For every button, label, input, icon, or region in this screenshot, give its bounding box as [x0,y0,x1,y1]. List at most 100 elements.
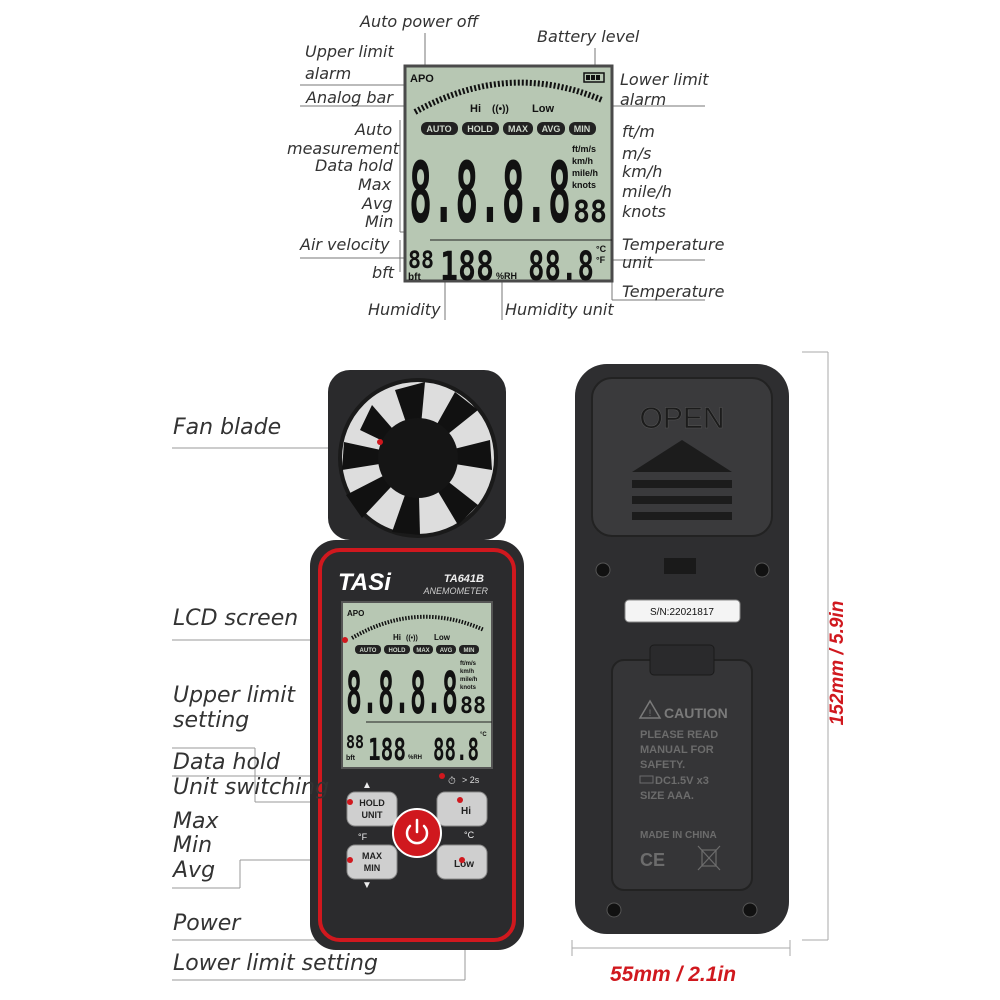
max-min-button[interactable]: MAX MIN [346,844,398,880]
small-badge-min: MIN [464,648,475,654]
caution-icon: ! [638,699,662,719]
callout-air-velocity: Air velocity [300,235,390,254]
callout-lower-limit-setting: Lower limit setting [173,951,378,976]
deg-f-label: °F [358,832,368,842]
alarm-wave-icon: ((•)) [492,104,509,115]
timer-hint-text: > 2s [462,775,480,785]
callout-unit-ms: m/s [622,144,652,163]
small-lcd-bft-label: bft [346,755,356,762]
lcd-diagram-graphic: APO Hi ((•)) Low AUTO HOLD MAX AVG MIN 8… [300,33,705,320]
model-text: TA641B [444,573,484,585]
hold-unit-label-1: HOLD [359,798,385,808]
power-button[interactable] [392,808,442,858]
lcd-temp-digits: 88.8 [528,244,594,290]
badge-avg: AVG [542,124,561,134]
dimension-height: 152mm / 5.9in [827,600,848,726]
callout-lower-limit-alarm-1: Lower limit [620,70,709,89]
caution-line-4: DC1.5V x3 [655,775,709,787]
hold-unit-button[interactable]: HOLD UNIT [346,791,398,827]
lcd-temp-c: °C [596,244,607,254]
small-lcd-main-digits: 8.8.8.8 [346,659,458,727]
callout-humidity-unit: Humidity unit [505,300,614,319]
battery-icon [583,72,605,83]
callout-auto-power-off: Auto power off [360,12,479,31]
small-lcd-temp-c: °C [480,732,487,738]
caution-line-2: MANUAL FOR [640,744,714,756]
callout-upper-limit-alarm-1: Upper limit [305,42,394,61]
small-badge-hold: HOLD [389,648,407,654]
small-lcd-analog-bar [350,614,485,640]
lcd-unit-ftms: ft/m/s [572,144,596,154]
callout-battery-level: Battery level [537,27,640,46]
serial-label-box [624,599,741,623]
callout-temperature: Temperature [622,282,725,301]
badge-max: MAX [508,124,528,134]
small-lcd-unit-mileh: mile/h [460,677,478,683]
callout-upper-limit-setting-2: setting [173,708,250,733]
small-badge-max: MAX [416,648,429,654]
small-lcd-unit-ftms: ft/m/s [460,661,477,667]
hi-button[interactable]: Hi [436,791,488,827]
hold-unit-label-2: UNIT [362,810,383,820]
back-slot [664,558,696,574]
open-text: OPEN [639,402,724,435]
lcd-low-text: Low [532,103,554,115]
caution-line-1: PLEASE READ [640,729,718,741]
caution-line-5: SIZE AAA. [640,790,694,802]
deg-c-label: °C [464,830,475,840]
callout-avg: Avg [362,194,393,213]
made-in-text: MADE IN CHINA [640,830,717,841]
arrow-down-icon: ▼ [362,880,372,891]
small-lcd-bft-digits: 88 [346,732,364,753]
lcd-humidity-digits: 188 [440,244,494,290]
lcd-small-digits: 88 [573,195,607,230]
lcd-temp-f: °F [596,255,606,265]
lcd-panel-small [341,601,493,769]
callout-dots [342,439,465,863]
type-text: ANEMOMETER [422,586,488,596]
badge-auto: AUTO [426,124,451,134]
lcd-unit-kmh: km/h [572,156,593,166]
fan-hub [378,418,458,498]
open-arrow-icon [632,440,732,472]
callout-power: Power [173,911,241,936]
lcd-main-digits: 8.8.8.8 [409,144,571,242]
callout-bft: bft [372,263,395,282]
callout-analog-bar: Analog bar [306,88,393,107]
callout-max-device: Max [173,809,219,834]
callout-unit-switching: Unit switching [173,775,330,800]
small-lcd-humidity-unit: %RH [408,755,422,761]
timer-icon: ⏱ [448,776,456,787]
small-lcd-wave-icon: ((•)) [406,635,418,642]
lcd-badges: AUTO HOLD MAX AVG MIN [421,122,596,135]
callout-lcd-screen: LCD screen [173,606,299,631]
svg-text:!: ! [649,708,652,718]
lcd-unit-mileh: mile/h [572,168,598,178]
lcd-bft-digits: 88 [408,246,434,274]
callout-temperature-unit-1: Temperature [622,235,725,254]
callout-humidity: Humidity [368,300,441,319]
callout-temperature-unit-2: unit [622,253,653,272]
arrow-up-icon: ▲ [362,780,372,791]
callout-unit-kmh: km/h [622,162,663,181]
callout-unit-ftm: ft/m [622,122,655,141]
callout-min: Min [365,212,394,231]
callout-lower-limit-alarm-2: alarm [620,90,667,109]
callout-unit-mileh: mile/h [622,182,672,201]
battery-glyph-icon [639,775,654,784]
max-min-label-1: MAX [362,851,382,861]
max-min-label-2: MIN [364,863,381,873]
lcd-analog-bar [413,79,604,115]
brand-logo: TASi [338,569,392,596]
ce-mark: CE [640,850,665,870]
small-lcd-unit-kmh: km/h [460,669,474,675]
back-screws [595,562,770,918]
callout-avg-device: Avg [173,858,216,883]
callout-data-hold: Data hold [315,156,393,175]
dimension-width: 55mm / 2.1in [610,963,737,986]
callout-unit-knots: knots [622,202,666,221]
lcd-bft-label: bft [408,272,421,283]
low-button-label: Low [454,859,474,870]
